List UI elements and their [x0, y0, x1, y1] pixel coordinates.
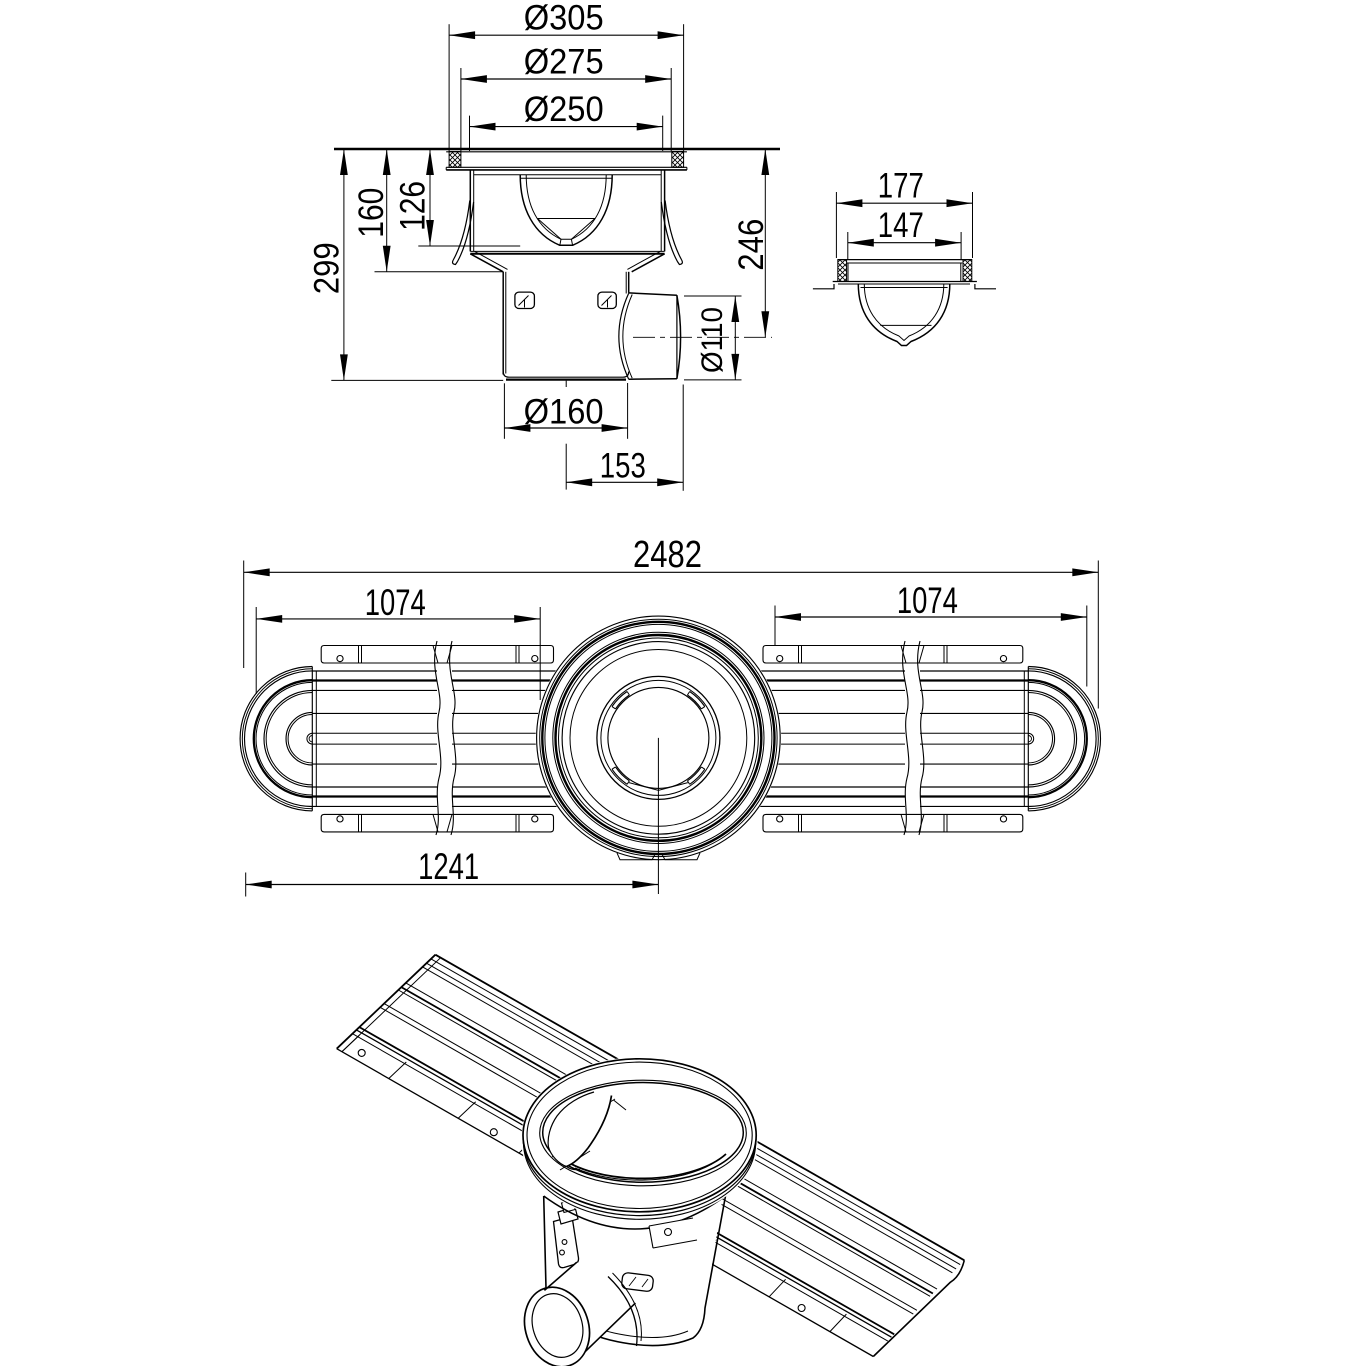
svg-text:Ø110: Ø110 — [696, 307, 729, 373]
svg-text:126: 126 — [394, 181, 433, 231]
svg-text:1074: 1074 — [897, 580, 958, 621]
svg-text:153: 153 — [600, 447, 646, 486]
svg-text:Ø305: Ø305 — [524, 0, 604, 38]
svg-text:299: 299 — [308, 242, 347, 294]
svg-text:177: 177 — [878, 167, 924, 206]
svg-text:1241: 1241 — [418, 846, 479, 887]
svg-text:Ø250: Ø250 — [524, 90, 604, 129]
svg-text:Ø275: Ø275 — [524, 43, 604, 82]
svg-text:Ø160: Ø160 — [524, 392, 604, 431]
svg-text:2482: 2482 — [633, 534, 702, 576]
svg-text:246: 246 — [732, 219, 771, 271]
svg-text:160: 160 — [352, 188, 391, 238]
svg-text:1074: 1074 — [365, 582, 426, 623]
svg-text:147: 147 — [878, 206, 924, 245]
